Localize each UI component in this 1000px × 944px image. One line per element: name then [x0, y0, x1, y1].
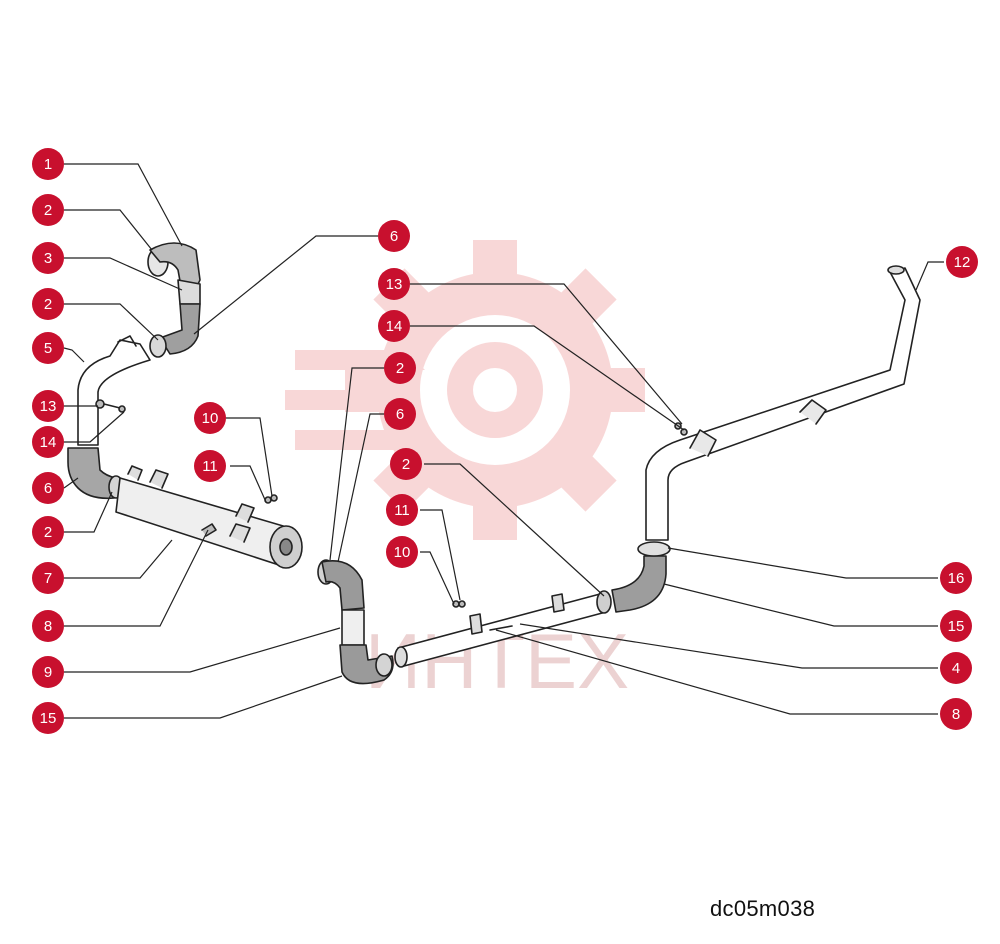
callout-6: 6	[32, 472, 64, 504]
top-elbow-assembly	[147, 242, 201, 358]
heat-exchanger-7	[115, 465, 303, 569]
callout-2: 2	[384, 352, 416, 384]
callout-2: 2	[32, 288, 64, 320]
svg-text:16: 16	[948, 570, 965, 587]
svg-text:3: 3	[44, 250, 52, 267]
callout-11: 11	[194, 450, 226, 482]
callout-10: 10	[386, 536, 418, 568]
callouts: 1 2 3 2 5 13 14 6 2 7 8 9 15 6 2 6 10 11…	[32, 148, 978, 734]
svg-text:9: 9	[44, 664, 52, 681]
callout-8: 8	[940, 698, 972, 730]
callout-14: 14	[378, 310, 410, 342]
drawing-code: dc05m038	[710, 896, 816, 921]
callout-15: 15	[940, 610, 972, 642]
svg-text:10: 10	[394, 544, 411, 561]
callout-13: 13	[32, 390, 64, 422]
callout-1: 1	[32, 148, 64, 180]
svg-text:14: 14	[386, 318, 403, 335]
pipework-drawing	[67, 242, 921, 685]
right-elbow-assembly	[596, 541, 671, 614]
svg-text:6: 6	[390, 228, 398, 245]
middle-elbow-assembly	[317, 559, 394, 685]
svg-text:10: 10	[202, 410, 219, 427]
callout-6: 6	[384, 398, 416, 430]
svg-text:2: 2	[44, 524, 52, 541]
svg-text:2: 2	[396, 360, 404, 377]
svg-text:6: 6	[396, 406, 404, 423]
callout-2: 2	[32, 194, 64, 226]
callout-15: 15	[32, 702, 64, 734]
callout-2: 2	[390, 448, 422, 480]
callout-10: 10	[194, 402, 226, 434]
callout-12: 12	[946, 246, 978, 278]
callout-14: 14	[32, 426, 64, 458]
callout-3: 3	[32, 242, 64, 274]
svg-text:8: 8	[952, 706, 960, 723]
svg-text:8: 8	[44, 618, 52, 635]
svg-text:2: 2	[44, 202, 52, 219]
svg-text:4: 4	[952, 660, 960, 677]
pipe-5	[77, 335, 151, 446]
callout-2: 2	[32, 516, 64, 548]
svg-text:11: 11	[202, 458, 218, 475]
svg-text:6: 6	[44, 480, 52, 497]
svg-text:14: 14	[40, 434, 57, 451]
svg-text:13: 13	[386, 276, 403, 293]
small-hardware	[95, 399, 688, 608]
svg-text:11: 11	[394, 502, 410, 519]
long-pipe-4	[394, 593, 607, 668]
svg-text:2: 2	[402, 456, 410, 473]
callout-8: 8	[32, 610, 64, 642]
svg-text:5: 5	[44, 340, 52, 357]
svg-text:15: 15	[948, 618, 965, 635]
callout-9: 9	[32, 656, 64, 688]
lower-left-elbow	[67, 447, 124, 500]
watermark-logo	[285, 240, 645, 540]
callout-11: 11	[386, 494, 418, 526]
callout-5: 5	[32, 332, 64, 364]
callout-16: 16	[940, 562, 972, 594]
long-pipe-12	[645, 265, 921, 541]
svg-text:15: 15	[40, 710, 57, 727]
leader-lines	[63, 163, 944, 719]
callout-13: 13	[378, 268, 410, 300]
callout-4: 4	[940, 652, 972, 684]
svg-text:12: 12	[954, 254, 971, 271]
svg-text:1: 1	[44, 156, 52, 173]
callout-6: 6	[378, 220, 410, 252]
svg-text:2: 2	[44, 296, 52, 313]
callout-7: 7	[32, 562, 64, 594]
svg-text:13: 13	[40, 398, 57, 415]
svg-text:7: 7	[44, 570, 52, 587]
